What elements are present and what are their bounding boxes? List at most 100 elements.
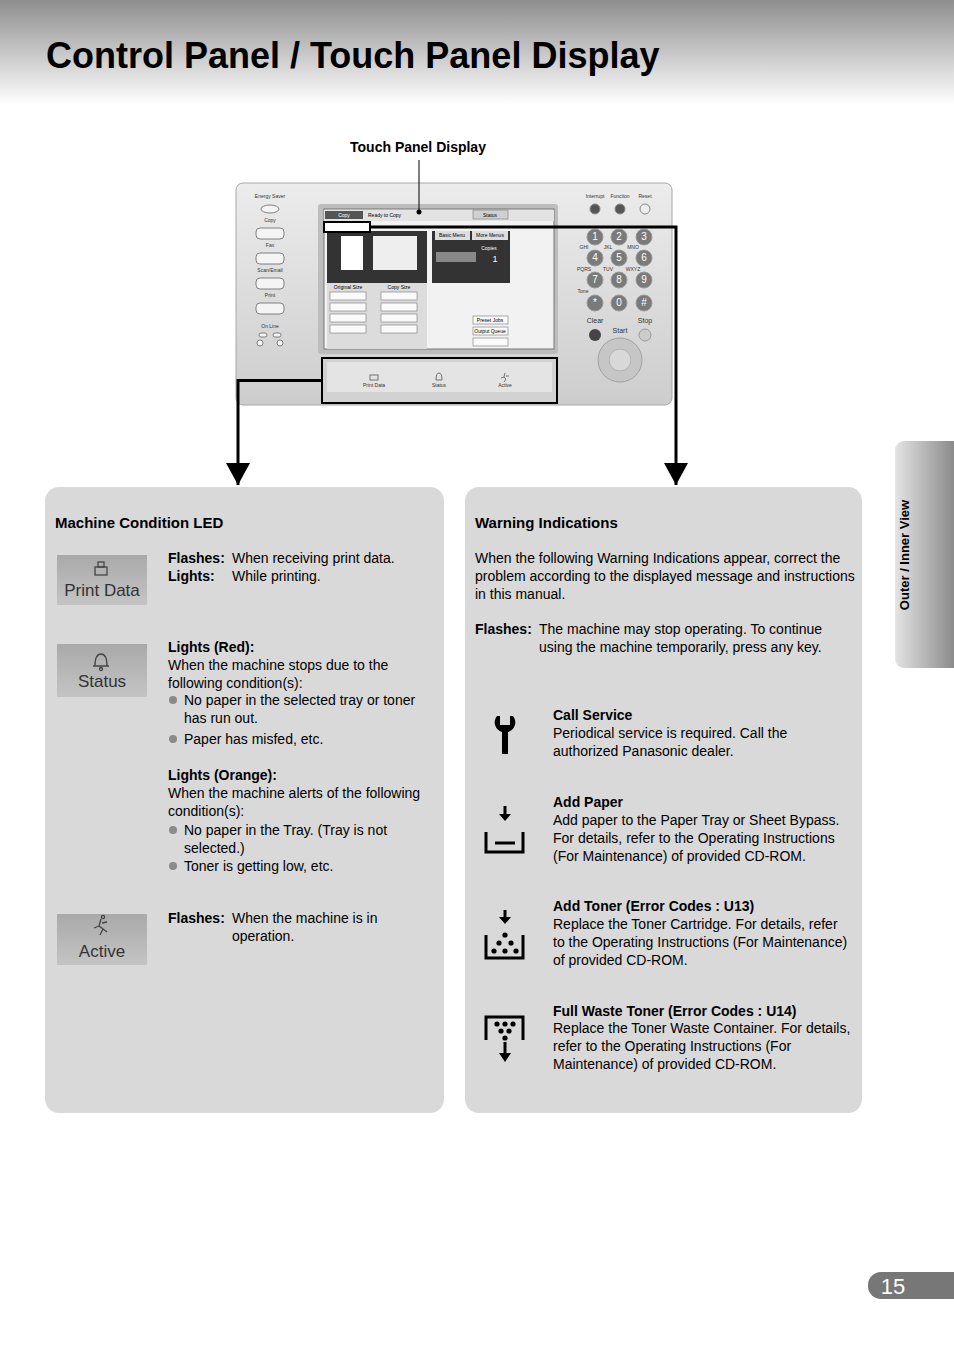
text-block: Add paper to the Paper Tray or Sheet Byp… <box>553 811 853 865</box>
label: Tone <box>578 289 589 294</box>
label: Preset Jobs <box>477 318 503 323</box>
label: Function <box>610 194 629 199</box>
text-block: Status <box>78 673 126 691</box>
touch-screen <box>324 209 554 349</box>
heading-text: Lights (Red): <box>168 639 254 655</box>
heading-text: Flashes: <box>168 910 225 926</box>
text-block: Periodical service is required. Call the… <box>553 724 853 760</box>
toner-dots <box>491 932 518 953</box>
body-text: Active <box>79 942 125 961</box>
panel-key-label: 1 <box>592 231 598 242</box>
label: 7 <box>592 275 598 285</box>
text-block: Toner is getting low, etc. <box>184 857 434 875</box>
text-block: The machine may stop operating. To conti… <box>539 620 854 656</box>
panel-key-label: 4 <box>592 252 598 263</box>
start-key <box>598 338 642 382</box>
led-strip <box>323 359 556 402</box>
text-block: Print Data <box>363 383 385 389</box>
condition-led-panel: Machine Condition LEDFlashes:When receiv… <box>45 487 444 1113</box>
text-block: Active <box>79 943 125 961</box>
panel-key-label: * <box>593 297 597 308</box>
text-block: No paper in the Tray. (Tray is not selec… <box>184 821 434 857</box>
label: Start <box>613 327 628 334</box>
panel-key-label: More Menus <box>476 232 504 238</box>
bullet-dot <box>169 862 177 870</box>
body-text: Active <box>498 382 512 388</box>
size-buttons <box>330 292 508 346</box>
leader-line <box>419 160 420 210</box>
label: Copy <box>338 213 350 218</box>
panel-key-label: Output Queue <box>474 328 505 334</box>
label: 9 <box>641 275 647 285</box>
label: Copy Size <box>388 285 411 290</box>
runner-icon <box>101 915 104 918</box>
text-block: Add Paper <box>553 793 623 811</box>
panel-key-label: 3 <box>641 231 647 242</box>
heading-text: Warning Indications <box>475 514 618 531</box>
body-text: Replace the Toner Cartridge. For details… <box>553 916 847 968</box>
panel-key-label: 6 <box>641 252 647 263</box>
panel-ground <box>45 487 444 1113</box>
size-area <box>327 283 427 349</box>
panel-key-label: Ready to Copy <box>368 212 401 218</box>
status-button <box>473 210 508 219</box>
body-text: Paper has misfed, etc. <box>184 731 323 747</box>
text-block: Flashes: <box>475 620 532 638</box>
panel-key-label: 7 <box>592 274 598 285</box>
label: 1 <box>592 232 598 242</box>
side-tab <box>895 441 954 668</box>
text-block: Lights: <box>168 567 215 585</box>
text-block: Lights (Red): <box>168 638 254 656</box>
body-text: When the machine stops due to the follow… <box>168 657 388 691</box>
panel-key-label: Stop <box>638 317 652 324</box>
mode-keys <box>256 205 284 346</box>
text-block: Paper has misfed, etc. <box>184 730 434 748</box>
led-indicator: Status <box>57 644 147 697</box>
heading-text: Lights (Orange): <box>168 767 277 783</box>
label: Copies <box>481 246 497 251</box>
label: Interrupt <box>586 194 605 199</box>
label: More Menus <box>476 233 504 238</box>
label: Energy Saver <box>255 194 285 199</box>
printer-icon <box>95 567 107 575</box>
heading-text: Add Toner (Error Codes : U13) <box>553 898 754 914</box>
text-block: Print Data <box>64 582 140 600</box>
panel-key-label: PQRS <box>577 266 591 272</box>
text-block: Full Waste Toner (Error Codes : U14) <box>553 1002 796 1020</box>
connector-arrow <box>238 381 321 486</box>
menu-button <box>472 231 508 240</box>
arrow-icon <box>499 814 511 821</box>
screen-top-bar <box>324 210 554 221</box>
body-text: Status <box>78 672 126 691</box>
text-block: Call Service <box>553 706 632 724</box>
heading-text: Flashes: <box>168 550 225 566</box>
text-block: When the following Warning Indications a… <box>475 549 855 603</box>
body-text: Print Data <box>64 581 140 600</box>
label: 15 <box>881 1276 905 1298</box>
label: Fax <box>266 243 274 248</box>
mode-button <box>436 252 476 262</box>
panel-key-label: GHI <box>580 244 589 250</box>
label: Clear <box>587 317 604 324</box>
panel-key-label: On Line <box>261 323 279 329</box>
label: 1 <box>492 255 497 264</box>
panel-key-label: Copies <box>481 245 497 251</box>
keypad <box>587 229 652 311</box>
text-block: Flashes: <box>168 909 225 927</box>
text-block: Warning Indications <box>475 514 618 532</box>
label: Basic Menu <box>439 233 465 238</box>
panel-key-label: 8 <box>616 274 622 285</box>
body-text: No paper in the Tray. (Tray is not selec… <box>184 822 387 856</box>
panel-key-label: JKL <box>604 244 613 250</box>
callout-label: Outer / Inner View <box>897 500 912 610</box>
body-text: Replace the Toner Waste Container. For d… <box>553 1020 850 1072</box>
callout-label: 15 <box>881 1274 905 1299</box>
panel-key-label: Original Size <box>334 284 362 290</box>
panel-key-label: Scan/Email <box>257 267 282 273</box>
warning-arrow <box>370 227 676 485</box>
label: 4 <box>592 253 598 263</box>
bullet-dot <box>169 826 177 834</box>
heading-text: Full Waste Toner (Error Codes : U14) <box>553 1003 796 1019</box>
